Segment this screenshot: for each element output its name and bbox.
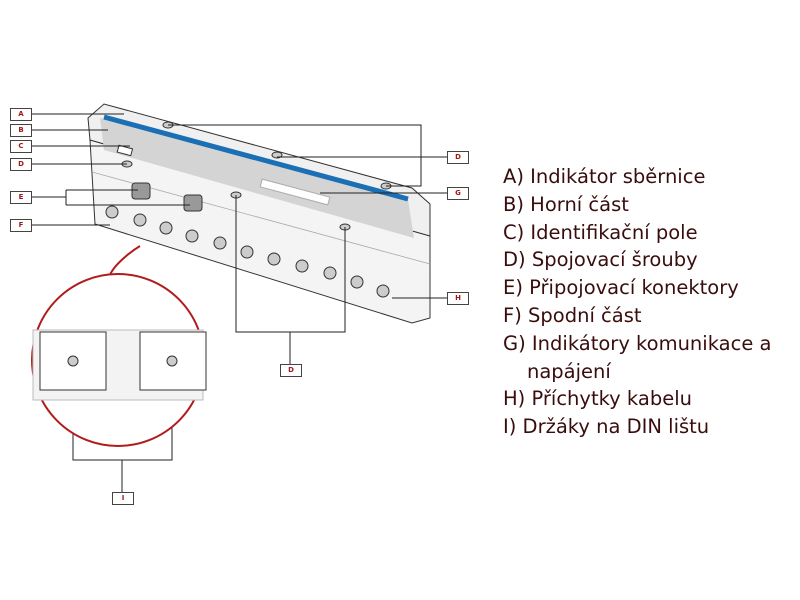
legend-item-d: D) Spojovací šrouby <box>503 248 698 272</box>
legend-item-g-cont: napájení <box>527 359 611 383</box>
leader-lines <box>31 113 447 492</box>
callout-d-right: D <box>447 151 469 164</box>
legend: A) Indikátor sběrnice B) Horní část C) I… <box>503 163 771 441</box>
legend-item-i: I) Držáky na DIN lištu <box>503 415 710 439</box>
bus-indicator-stripe <box>103 114 409 202</box>
callout-f: F <box>10 219 32 232</box>
legend-item-e: E) Připojovací konektory <box>503 276 739 300</box>
callout-c: C <box>10 140 32 153</box>
legend-item-c: C) Identifikační pole <box>503 220 698 244</box>
legend-item-g: G) Indikátory komunikace a <box>503 331 772 355</box>
legend-item-f: F) Spodní část <box>503 303 642 327</box>
top-inset <box>100 118 414 238</box>
callout-d-bottom: D <box>280 364 302 377</box>
legend-item-h: H) Příchytky kabelu <box>503 387 692 411</box>
legend-item-b: B) Horní část <box>503 192 629 216</box>
callout-h: H <box>447 292 469 305</box>
callout-d: D <box>10 158 32 171</box>
callout-i: I <box>112 492 134 505</box>
legend-item-a: A) Indikátor sběrnice <box>503 165 706 188</box>
callout-g: G <box>447 187 469 200</box>
callout-b: B <box>10 124 32 137</box>
callout-e: E <box>10 191 32 204</box>
din-holder-magnified-inset <box>31 245 207 447</box>
callout-a: A <box>10 108 32 121</box>
